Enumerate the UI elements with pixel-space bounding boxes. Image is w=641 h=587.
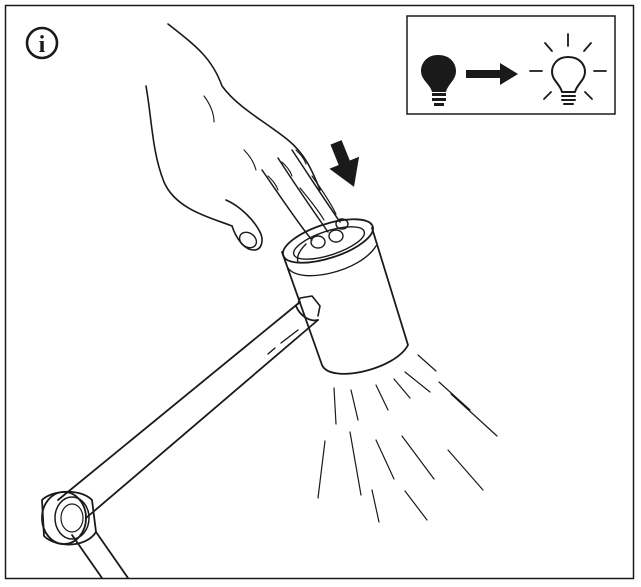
arrow-down-icon	[329, 140, 360, 187]
legend-box	[406, 15, 616, 115]
hand	[145, 23, 349, 263]
info-icon-glyph: i	[39, 32, 46, 58]
lightbulb-off-icon	[421, 55, 456, 106]
info-icon: i	[25, 26, 59, 60]
arm-joint	[41, 490, 97, 546]
arrow-right-icon	[466, 63, 518, 85]
light-beams	[317, 354, 498, 523]
lightbulb-on-icon	[529, 33, 607, 105]
